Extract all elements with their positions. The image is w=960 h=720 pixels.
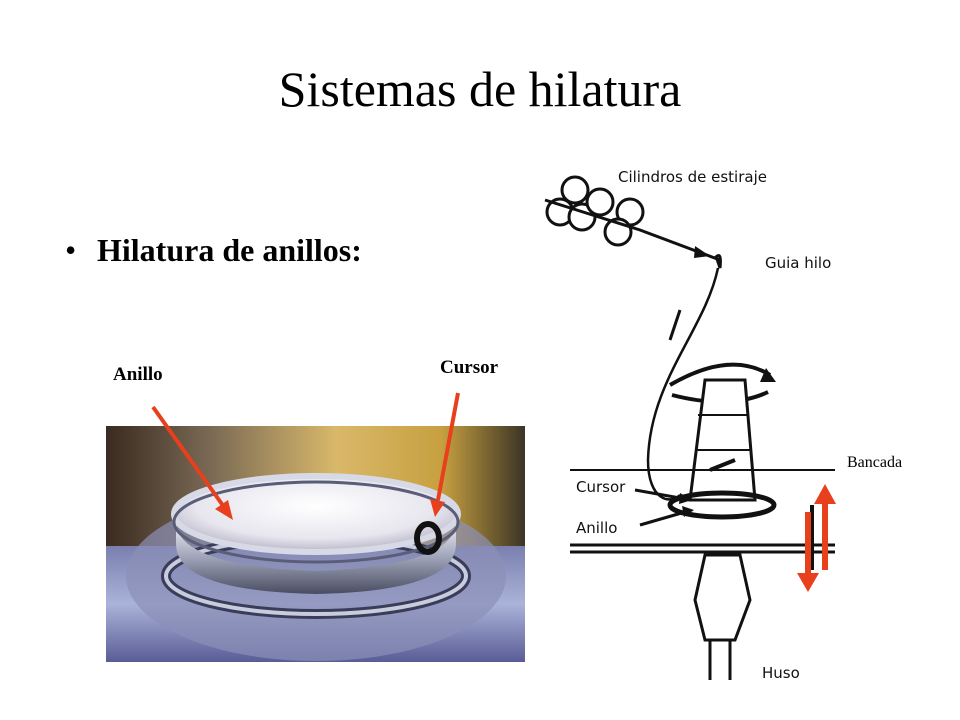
diagram-label-guia-hilo: Guia hilo bbox=[765, 254, 831, 272]
label-cursor: Cursor bbox=[440, 357, 499, 378]
bullet-dot-icon: • bbox=[65, 232, 77, 268]
diagram-label-cilindros: Cilindros de estiraje bbox=[618, 168, 767, 186]
ring-photo bbox=[106, 426, 525, 662]
label-anillo: Anillo bbox=[113, 364, 163, 385]
diagram-label-cursor: Cursor bbox=[576, 478, 626, 496]
bullet-item: • Hilatura de anillos: bbox=[65, 232, 362, 269]
ring-spinning-diagram: Cilindros de estiraje Guia hilo Cursor A… bbox=[530, 160, 960, 690]
slide-title: Sistemas de hilatura bbox=[278, 61, 682, 117]
diagram-label-huso: Huso bbox=[762, 664, 800, 682]
bullet-text: Hilatura de anillos: bbox=[97, 232, 362, 268]
label-bancada: Bancada bbox=[847, 454, 903, 471]
drafting-rollers bbox=[545, 175, 645, 247]
diagram-label-anillo: Anillo bbox=[576, 519, 617, 537]
